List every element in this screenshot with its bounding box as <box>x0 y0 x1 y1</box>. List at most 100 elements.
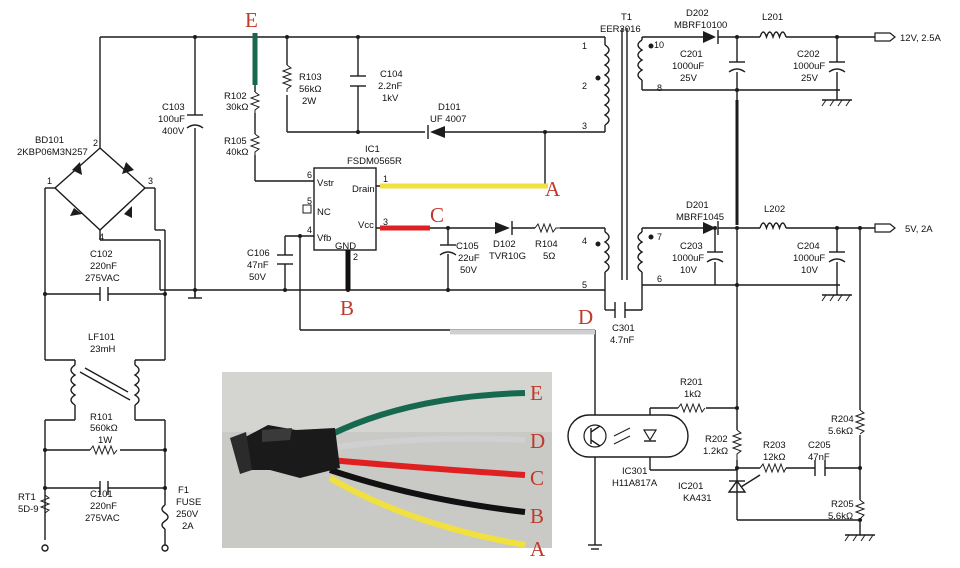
c105-value: 22uF <box>458 253 480 264</box>
out12-label: 12V, 2.5A <box>900 33 942 44</box>
t1-pin8: 8 <box>657 83 662 93</box>
ic1-ref: IC1 <box>365 144 380 155</box>
ac-terminal-right-icon <box>161 544 169 552</box>
optocoupler-ic301-icon <box>567 414 689 458</box>
f1-ref: F1 <box>178 485 189 496</box>
ic1-pin4: 4 <box>307 225 312 235</box>
ic1-drain: Drain <box>352 184 375 195</box>
inductor-lf101-right-icon <box>133 364 140 406</box>
r102-value: 30kΩ <box>226 102 248 113</box>
c104-ref: C104 <box>380 69 403 80</box>
marker-e: E <box>245 8 258 32</box>
c203-ref: C203 <box>680 241 703 252</box>
r103-ref: R103 <box>299 72 322 83</box>
c101-value: 220nF <box>90 501 117 512</box>
photo-wire-c <box>329 457 526 478</box>
transformer-dots <box>595 43 654 247</box>
shunt-regulator-ic201-icon <box>727 474 761 493</box>
ic1-pin6: 6 <box>307 170 312 180</box>
ic1-pin1: 1 <box>383 174 388 184</box>
d201-part: MBRF1045 <box>676 212 724 223</box>
ic1-pin3: 3 <box>383 217 388 227</box>
ground-12v-icon <box>821 99 852 107</box>
ac-terminal-left-icon <box>41 544 49 552</box>
bd101-pin3: 3 <box>148 176 153 186</box>
c106-voltage: 50V <box>249 272 267 283</box>
bridge-rectifier-icon <box>53 147 147 231</box>
resistor-r202-icon <box>731 429 743 460</box>
c202-voltage: 25V <box>801 73 819 84</box>
inductor-lf101-left-icon <box>70 364 77 406</box>
d201-ref: D201 <box>686 200 709 211</box>
capacitor-c103-icon <box>186 114 204 129</box>
ground-primary-opto-icon <box>588 544 602 550</box>
photo-wire-b <box>329 467 526 515</box>
ic1-vstr: Vstr <box>317 178 334 189</box>
r205-value: 5.6kΩ <box>828 511 853 522</box>
t1-pin1: 1 <box>582 41 587 51</box>
c105-voltage: 50V <box>460 265 478 276</box>
photo-wire-d <box>329 435 526 451</box>
d101-ref: D101 <box>438 102 461 113</box>
f1-type: FUSE <box>176 497 201 508</box>
r101-ref: R101 <box>90 412 113 423</box>
ic1-gnd: GND <box>335 241 356 252</box>
photo-label-e: E <box>530 381 543 405</box>
c104-value: 2.2nF <box>378 81 402 92</box>
c103-voltage: 400V <box>162 126 185 137</box>
capacitor-c202-icon <box>828 61 846 73</box>
c204-ref: C204 <box>797 241 820 252</box>
r202-ref: R202 <box>705 434 728 445</box>
secondary-wiring <box>594 36 875 545</box>
r101-power: 1W <box>98 435 112 446</box>
lf101-ref: LF101 <box>88 332 115 343</box>
t1-pin10: 10 <box>654 40 664 50</box>
inductor-l201-icon <box>759 31 787 40</box>
d102-ref: D102 <box>493 239 516 250</box>
bd101-pin1: 1 <box>47 176 52 186</box>
t1-pin7: 7 <box>657 232 662 242</box>
connector-photo <box>222 372 552 548</box>
capacitor-c205-icon <box>814 460 826 476</box>
capacitor-c203-icon <box>706 251 724 263</box>
t1-pin6: 6 <box>657 274 662 284</box>
c205-value: 47nF <box>808 452 830 463</box>
c102-voltage: 275VAC <box>85 273 120 284</box>
diode-d202-icon <box>703 30 719 44</box>
r104-ref: R104 <box>535 239 558 250</box>
d202-part: MBRF10100 <box>674 20 727 31</box>
f1-current: 2A <box>182 521 194 532</box>
c101-voltage: 275VAC <box>85 513 120 524</box>
photo-label-d: D <box>530 429 545 453</box>
r203-ref: R203 <box>763 440 786 451</box>
resistor-r105-icon <box>249 133 261 155</box>
primary-ground-icon <box>188 290 202 299</box>
r201-value: 1kΩ <box>684 389 701 400</box>
inductor-l202-icon <box>759 222 787 231</box>
t1-pin3: 3 <box>582 121 587 131</box>
d102-part: TVR10G <box>489 251 526 262</box>
ic201-ref: IC201 <box>678 481 703 492</box>
marker-c: C <box>430 203 444 227</box>
r103-power: 2W <box>302 96 316 107</box>
c201-ref: C201 <box>680 49 703 60</box>
c301-value: 4.7nF <box>610 335 634 346</box>
capacitor-c104-icon <box>350 75 366 87</box>
output-12v-arrow-icon <box>874 32 896 42</box>
t1-part: EER3016 <box>600 24 641 35</box>
c201-value: 1000uF <box>672 61 704 72</box>
ic1-nc: NC <box>317 207 331 218</box>
ic1-part: FSDM0565R <box>347 156 402 167</box>
capacitor-c204-icon <box>828 251 846 263</box>
r105-value: 40kΩ <box>226 147 248 158</box>
secondary-dots <box>713 35 862 522</box>
rt1-ref: RT1 <box>18 492 36 503</box>
ic301-ref: IC301 <box>622 466 647 477</box>
capacitor-c106-icon <box>277 254 293 265</box>
resistor-r201-icon <box>677 402 706 414</box>
bd101-pin2: 2 <box>93 138 98 148</box>
ic201-part: KA431 <box>683 493 712 504</box>
r202-value: 1.2kΩ <box>703 446 728 457</box>
resistor-r101-icon <box>89 444 118 456</box>
